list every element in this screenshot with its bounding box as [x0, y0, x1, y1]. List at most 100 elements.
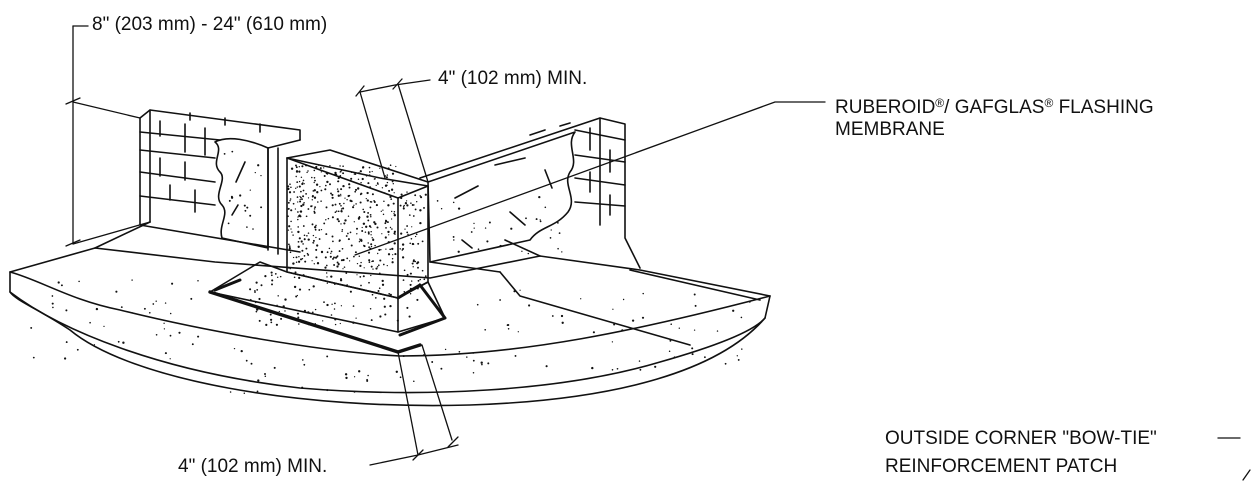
stipple-dot	[484, 227, 487, 229]
stipple-dot	[383, 305, 386, 308]
stipple-dot	[319, 186, 321, 188]
stipple-dot	[345, 235, 348, 237]
stipple-dot	[301, 165, 304, 168]
stipple-dot	[346, 199, 348, 201]
stipple-dot	[269, 318, 273, 321]
stipple-dot	[325, 219, 327, 221]
stipple-dot	[400, 196, 403, 200]
stipple-dot	[331, 216, 334, 219]
stipple-dot	[354, 190, 357, 193]
stipple-dot	[228, 199, 231, 202]
stipple-dot	[611, 341, 614, 343]
bottom-min-label: 4" (102 mm) MIN.	[178, 456, 328, 477]
membrane-label-line2: MEMBRANE	[835, 119, 945, 140]
stipple-dot	[288, 247, 291, 250]
stipple-dot	[372, 238, 375, 242]
stipple-dot	[535, 218, 538, 221]
stipple-dot	[557, 247, 559, 250]
stipple-dot	[415, 233, 418, 236]
stipple-dot	[642, 292, 644, 295]
stipple-dot	[360, 238, 363, 240]
stipple-dot	[499, 299, 501, 301]
stipple-dot	[288, 225, 291, 228]
stipple-dot	[476, 303, 479, 306]
stipple-dot	[324, 256, 327, 259]
stipple-dot	[288, 245, 291, 247]
stipple-dot	[93, 344, 96, 346]
stipple-dot	[431, 361, 434, 363]
stipple-dot	[691, 353, 694, 356]
stipple-dot	[303, 182, 305, 185]
stipple-dot	[402, 247, 405, 250]
stipple-dot	[257, 379, 260, 382]
stipple-dot	[359, 239, 362, 241]
stipple-dot	[289, 200, 291, 202]
stipple-dot	[341, 229, 344, 231]
stipple-dot	[375, 267, 378, 270]
stipple-dot	[385, 176, 388, 179]
stipple-dot	[331, 193, 334, 196]
stipple-dot	[103, 325, 105, 328]
stipple-dot	[307, 208, 310, 210]
stipple-dot	[673, 356, 676, 358]
stipple-dot	[424, 193, 427, 196]
stipple-dot	[380, 210, 382, 212]
stipple-dot	[297, 230, 300, 234]
stipple-dot	[288, 191, 292, 194]
stipple-dot	[294, 271, 297, 274]
stipple-dot	[297, 211, 299, 213]
stipple-dot	[353, 376, 356, 378]
stipple-dot	[499, 244, 502, 248]
stipple-dot	[473, 222, 475, 225]
stipple-dot	[342, 207, 345, 210]
stipple-dot	[295, 170, 299, 173]
stipple-dot	[223, 152, 226, 155]
stipple-dot	[412, 215, 415, 217]
stipple-dot	[246, 226, 248, 228]
stipple-dot	[314, 308, 317, 311]
stipple-dot	[389, 293, 392, 296]
stipple-dot	[171, 282, 174, 285]
stipple-dot	[389, 226, 392, 229]
stipple-dot	[295, 175, 297, 178]
stipple-dot	[507, 324, 510, 326]
stipple-dot	[411, 226, 413, 228]
stipple-dot	[296, 294, 298, 297]
stipple-dot	[412, 260, 415, 263]
stipple-dot	[402, 279, 405, 281]
stipple-dot	[378, 272, 381, 275]
stipple-dot	[393, 212, 395, 215]
stipple-dot	[409, 287, 412, 290]
stipple-dot	[295, 187, 297, 189]
stipple-dot	[481, 363, 483, 366]
stipple-dot	[418, 283, 421, 285]
wall-height-dimension	[65, 25, 151, 247]
stipple-dot	[367, 182, 370, 185]
stipple-dot	[348, 260, 351, 262]
stipple-dot	[313, 189, 316, 192]
stipple-dot	[358, 241, 361, 243]
stipple-dot	[359, 170, 362, 173]
stipple-dot	[740, 316, 743, 319]
stipple-dot	[367, 374, 369, 377]
stipple-dot	[301, 198, 303, 201]
stipple-dot	[325, 264, 328, 267]
stipple-dot	[391, 247, 394, 251]
stipple-dot	[312, 239, 315, 242]
stipple-dot	[404, 228, 406, 230]
stipple-dot	[322, 320, 324, 322]
stipple-dot	[419, 209, 422, 212]
stipple-dot	[330, 252, 332, 254]
stipple-dot	[298, 180, 301, 183]
stipple-dot	[255, 301, 257, 304]
stipple-dot	[117, 340, 120, 343]
stipple-dot	[440, 207, 443, 210]
stipple-dot	[412, 266, 414, 268]
stipple-dot	[282, 305, 285, 308]
stipple-dot	[368, 225, 371, 228]
stipple-dot	[334, 171, 337, 175]
stipple-dot	[260, 174, 262, 177]
bow-tie-patch	[209, 149, 446, 333]
stipple-dot	[323, 222, 326, 225]
stipple-dot	[313, 181, 315, 184]
